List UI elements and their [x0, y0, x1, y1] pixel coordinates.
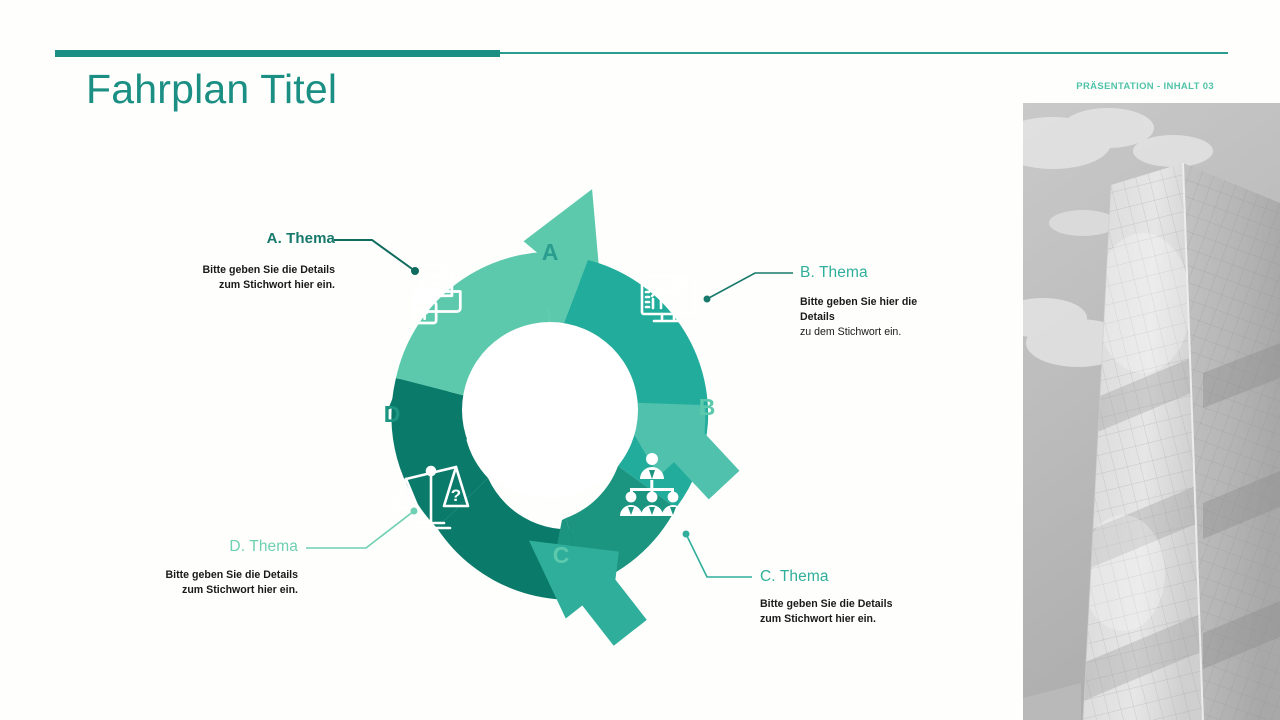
callout-d-title: D. Thema	[229, 538, 298, 555]
svg-text:?: ?	[451, 486, 461, 505]
analytics-monitor-icon	[640, 274, 696, 323]
cycle-segment-a-shape[interactable]	[396, 177, 641, 396]
cycle-letter-c: C	[553, 542, 570, 568]
callout-c-body: Bitte geben Sie die Details zum Stichwor…	[760, 597, 950, 627]
balance-scale-icon: ?	[392, 465, 470, 530]
callout-c[interactable]: C. Thema Bitte geben Sie die Details zum…	[760, 568, 950, 627]
title-rule-thick	[55, 50, 500, 57]
callout-b[interactable]: B. Thema Bitte geben Sie hier die Detail…	[800, 264, 950, 340]
callout-b-body: Bitte geben Sie hier die Details zu dem …	[800, 295, 950, 340]
title-rule-thin	[500, 52, 1228, 54]
callout-b-body-light: zu dem Stichwort ein.	[800, 326, 902, 339]
callout-c-body-light: zum Stichwort hier ein.	[760, 613, 876, 626]
document-lock-icon	[411, 262, 462, 325]
cycle-arrows	[300, 160, 800, 660]
callout-b-title: B. Thema	[800, 264, 868, 281]
cycle-letter-d: D	[384, 401, 401, 427]
cycle-arrowhead-b-shape	[615, 402, 740, 500]
callout-d-body-bold: Bitte geben Sie die Details	[165, 569, 298, 581]
page-title: Fahrplan Titel	[86, 66, 338, 112]
building-photo	[1023, 103, 1280, 720]
callout-b-body-bold: Bitte geben Sie hier die Details	[800, 296, 918, 324]
org-chart-icon	[620, 453, 684, 516]
cycle-arrowhead-c-shape	[529, 540, 647, 646]
cycle-diagram: A B C D	[300, 160, 800, 660]
cycle-center-hole	[462, 322, 638, 498]
callout-a-body-light: zum Stichwort hier ein.	[219, 279, 335, 292]
presentation-eyebrow: PRÄSENTATION - INHALT 03	[1076, 81, 1214, 92]
callout-d-body-light: zum Stichwort hier ein.	[182, 584, 298, 597]
callout-a[interactable]: A. Thema Bitte geben Sie die Details zum…	[150, 230, 335, 293]
callout-c-body-bold: Bitte geben Sie die Details	[760, 598, 893, 610]
callout-d[interactable]: D. Thema Bitte geben Sie die Details zum…	[118, 538, 298, 598]
callout-c-title: C. Thema	[760, 568, 829, 585]
callout-d-body: Bitte geben Sie die Details zum Stichwor…	[118, 568, 298, 598]
cycle-letter-b: B	[699, 394, 716, 420]
callout-a-body: Bitte geben Sie die Details zum Stichwor…	[150, 263, 335, 293]
cycle-letter-a: A	[542, 239, 559, 265]
callout-a-body-bold: Bitte geben Sie die Details	[202, 264, 335, 276]
callout-a-title: A. Thema	[266, 230, 335, 247]
